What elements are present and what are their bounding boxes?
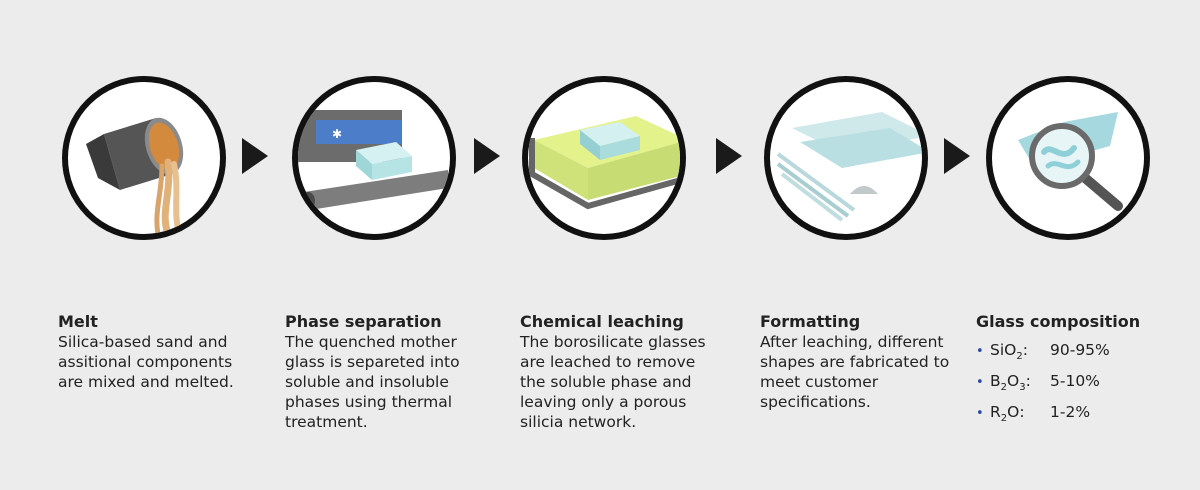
formatting-illustration bbox=[764, 76, 928, 240]
step-description: The quenched mother glass is separeted i… bbox=[285, 333, 460, 431]
step-glass-composition: Glass composition • SiO2: 90-95% • B2O3:… bbox=[976, 312, 1196, 431]
arrow-right-icon bbox=[944, 138, 970, 174]
composition-row: • SiO2: 90-95% bbox=[976, 338, 1196, 369]
step-description: Silica-based sand and assitional compone… bbox=[58, 333, 234, 391]
arrow-right-icon bbox=[242, 138, 268, 174]
composition-value: 5-10% bbox=[1050, 372, 1100, 391]
conveyor-oven-icon: ✱ bbox=[298, 110, 448, 210]
svg-text:✱: ✱ bbox=[332, 127, 342, 141]
glass-composition-illustration bbox=[986, 76, 1150, 240]
composition-formula: B2O3: bbox=[990, 372, 1031, 394]
step-formatting: Formatting After leaching, different sha… bbox=[760, 312, 980, 412]
composition-formula: R2O: bbox=[990, 403, 1025, 425]
composition-list: • SiO2: 90-95% • B2O3: 5-10% • R2O: 1-2% bbox=[976, 338, 1196, 431]
step-description: The borosilicate glasses are leached to … bbox=[520, 333, 706, 431]
step-description: After leaching, different shapes are fab… bbox=[760, 333, 950, 411]
step-phase-separation: Phase separation The quenched mother gla… bbox=[285, 312, 505, 432]
composition-row: • R2O: 1-2% bbox=[976, 400, 1196, 431]
step-chemical-leaching: Chemical leaching The borosilicate glass… bbox=[520, 312, 740, 432]
composition-value: 1-2% bbox=[1050, 403, 1091, 422]
leaching-bath-icon bbox=[529, 116, 680, 210]
composition-row: • B2O3: 5-10% bbox=[976, 369, 1196, 400]
bullet-icon: • bbox=[976, 406, 984, 422]
magnifier-icon bbox=[1018, 112, 1123, 211]
glass-shapes-icon bbox=[776, 112, 922, 222]
composition-value: 90-95% bbox=[1050, 341, 1110, 359]
step-melt: Melt Silica-based sand and assitional co… bbox=[58, 312, 278, 392]
chemical-leaching-illustration bbox=[522, 76, 686, 240]
step-title: Phase separation bbox=[285, 312, 442, 331]
bullet-icon: • bbox=[976, 375, 984, 391]
crucible-pouring-icon bbox=[86, 117, 184, 234]
arrow-right-icon bbox=[474, 138, 500, 174]
step-title: Melt bbox=[58, 312, 98, 331]
step-title: Formatting bbox=[760, 312, 861, 331]
bullet-icon: • bbox=[976, 344, 984, 359]
step-title: Chemical leaching bbox=[520, 312, 684, 331]
composition-formula: SiO2: bbox=[990, 341, 1028, 363]
arrow-right-icon bbox=[716, 138, 742, 174]
phase-separation-illustration: ✱ bbox=[292, 76, 456, 240]
step-title: Glass composition bbox=[976, 312, 1141, 331]
melt-illustration bbox=[62, 76, 226, 240]
